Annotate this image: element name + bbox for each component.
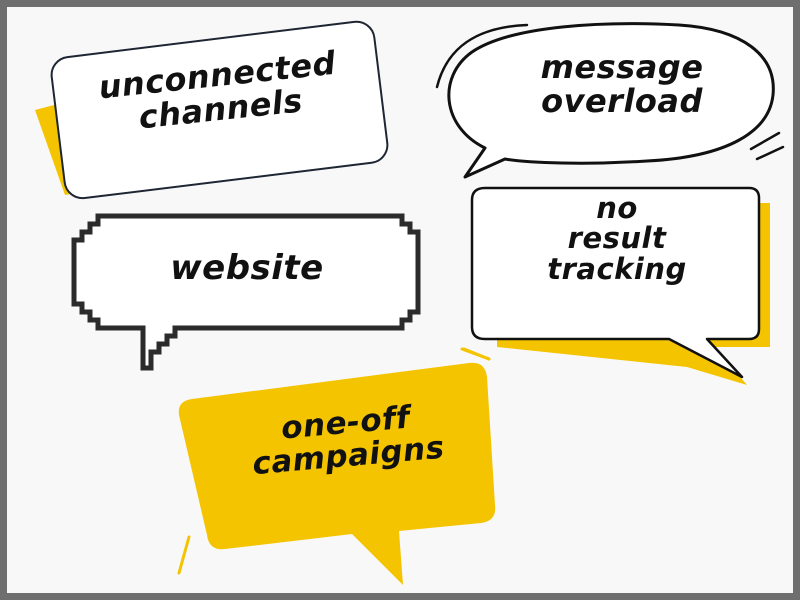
bubble-2-label: message overload — [522, 48, 722, 120]
bubble-2-sketch-mark-2 — [755, 145, 785, 161]
bubble-5-sketch-tail — [177, 535, 191, 575]
bubble-3-line-1: website — [170, 248, 324, 288]
bubble-3-label: website — [127, 248, 367, 288]
bubble-5-sketch-mark — [462, 347, 491, 361]
bubble-4-line-2: result — [567, 221, 667, 256]
bubble-5-fill — [178, 362, 496, 585]
bubble-message-overload — [435, 22, 785, 179]
bubble-2-line-1: message — [540, 48, 704, 86]
bubble-2-line-2: overload — [541, 81, 703, 120]
bubble-4-box — [470, 186, 761, 379]
bubble-1-box — [50, 20, 389, 200]
bubbles-graphics — [35, 20, 785, 585]
bubble-4-line-1: no — [596, 191, 638, 225]
bubble-no-result-tracking — [460, 186, 770, 385]
bubble-4-label: no result tracking — [527, 191, 707, 286]
bubble-4-line-3: tracking — [547, 251, 687, 286]
bubble-2-outline — [447, 22, 775, 179]
bubble-2-sketch-mark-1 — [749, 131, 781, 151]
diagram-canvas: unconnected channels message overload we… — [7, 7, 793, 593]
bubble-2-sketch-arc-top — [435, 23, 529, 89]
bubble-unconnected-channels — [35, 20, 389, 200]
bubble-3-pixel-outline — [71, 213, 421, 371]
bubble-website — [71, 213, 421, 371]
bubble-one-off-campaigns — [177, 347, 496, 585]
